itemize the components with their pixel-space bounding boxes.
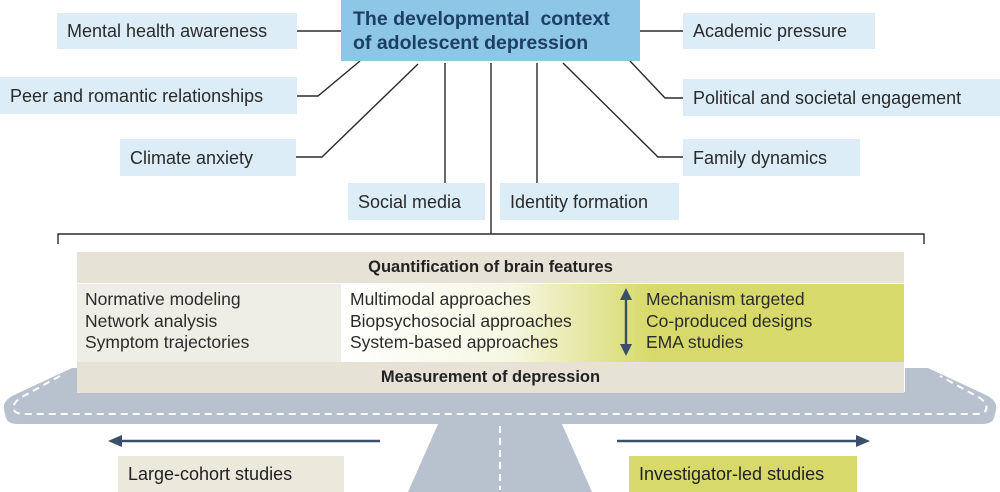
investigator-led-label: Investigator-led studies [629, 456, 857, 492]
band-measurement: Measurement of depression [77, 362, 904, 393]
right-item: Co-produced designs [646, 310, 813, 331]
left-item: Symptom trajectories [85, 332, 250, 352]
road-graphic [3, 368, 997, 492]
right-item: Mechanism targeted [646, 289, 805, 309]
factor-academic-pressure: Academic pressure [683, 13, 875, 49]
factor-family-dynamics: Family dynamics [683, 139, 860, 176]
left-item: Normative modeling [85, 289, 241, 309]
middle-item: Multimodal approaches [350, 289, 531, 309]
middle-item: Biopsychosocial approaches [350, 310, 572, 331]
factor-climate-anxiety: Climate anxiety [120, 139, 296, 176]
connector-family [562, 62, 683, 158]
right-approaches-list: Mechanism targeted Co-produced designs E… [646, 289, 812, 354]
diagram-title: The developmental context of adolescent … [341, 0, 640, 61]
middle-approaches-list: Multimodal approaches Biopsychosocial ap… [350, 289, 572, 354]
factor-identity-formation: Identity formation [500, 183, 679, 220]
factor-social-media: Social media [348, 183, 485, 220]
factor-political-engagement: Political and societal engagement [683, 79, 1000, 116]
middle-item: System-based approaches [350, 332, 559, 352]
large-cohort-label: Large-cohort studies [118, 456, 344, 492]
title-line-1: The developmental context [353, 7, 610, 30]
connector-climate [296, 63, 419, 158]
title-line-2: of adolescent depression [353, 31, 589, 54]
right-panel [651, 284, 904, 362]
connector-political [629, 60, 683, 99]
connector-peer [297, 60, 361, 97]
factor-peer-relationships: Peer and romantic relationships [0, 77, 297, 114]
left-approaches-list: Normative modeling Network analysis Symp… [85, 289, 249, 354]
band-quantification: Quantification of brain features [77, 252, 904, 283]
left-panel [77, 284, 341, 362]
middle-panel [341, 284, 651, 362]
right-item: EMA studies [646, 332, 744, 352]
left-item: Network analysis [85, 310, 218, 331]
bracket [57, 233, 925, 244]
factor-mental-health: Mental health awareness [57, 13, 297, 49]
